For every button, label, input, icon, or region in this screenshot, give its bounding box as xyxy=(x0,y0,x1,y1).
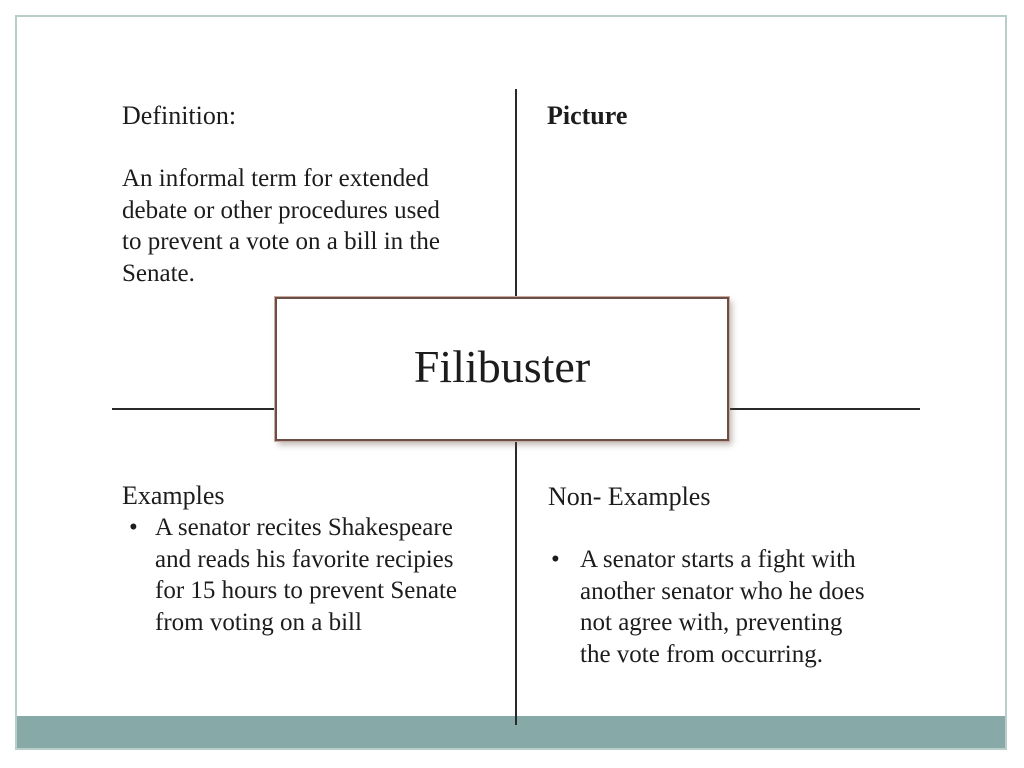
examples-list-item: • A senator recites Shakespeare and read… xyxy=(129,512,457,638)
bullet-marker-icon: • xyxy=(551,546,560,573)
picture-heading: Picture xyxy=(547,101,628,130)
examples-item-text: A senator recites Shakespeare and reads … xyxy=(155,514,458,636)
bullet-marker-icon: • xyxy=(129,514,138,541)
slide-frame: Definition: An informal term for extende… xyxy=(15,15,1007,750)
bottom-accent-bar xyxy=(17,716,1005,748)
definition-heading: Definition: xyxy=(122,101,237,130)
definition-body: An informal term for extended debate or … xyxy=(122,165,440,287)
non-examples-list-item: • A senator starts a fight with another … xyxy=(551,544,865,670)
center-term-label: Filibuster xyxy=(413,341,591,392)
center-term-box: Filibuster xyxy=(275,297,729,441)
non-examples-item-text: A senator starts a fight with another se… xyxy=(580,546,865,668)
non-examples-heading: Non- Examples xyxy=(548,482,711,511)
examples-heading: Examples xyxy=(122,481,225,510)
